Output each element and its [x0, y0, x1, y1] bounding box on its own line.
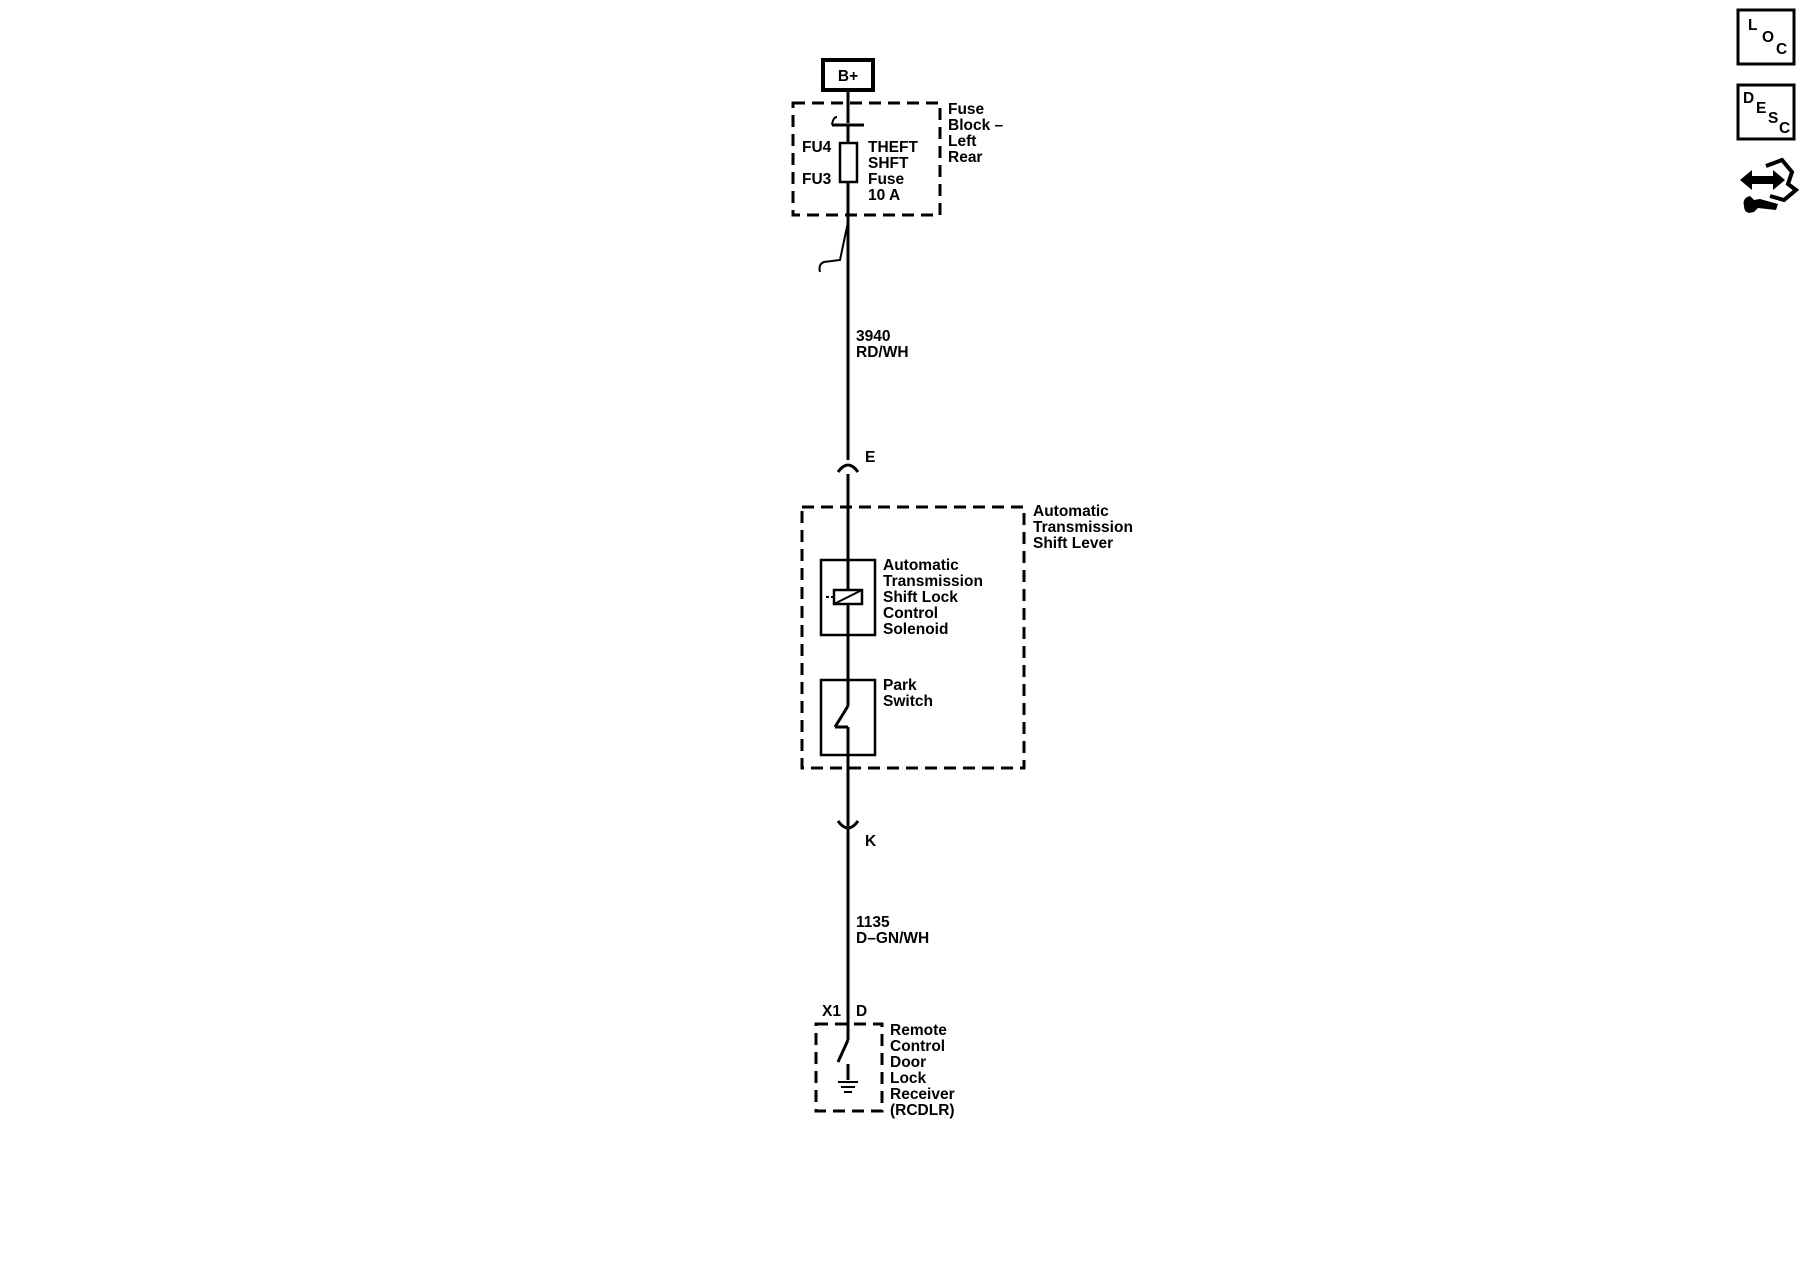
- fuse-label-line: THEFT: [868, 139, 918, 156]
- desc-icon: D E S C: [1743, 90, 1790, 137]
- park-switch: [819, 678, 877, 757]
- fuse-terminal-fu3: FU3: [802, 171, 832, 188]
- circuit-wire: [818, 90, 864, 1030]
- desc-letter: S: [1768, 110, 1778, 127]
- solenoid-label-line: Shift Lock: [883, 589, 958, 606]
- solenoid-label-line: Control: [883, 605, 938, 622]
- battery-positive-label: B+: [838, 68, 858, 85]
- solenoid-label: Automatic Transmission Shift Lock Contro…: [883, 557, 987, 638]
- wire-1-circuit-number: 3940: [856, 328, 890, 345]
- connector-k-symbol: [836, 820, 860, 830]
- loc-letter: O: [1762, 29, 1774, 46]
- park-switch-label-line: Switch: [883, 693, 933, 710]
- wire-1-color: RD/WH: [856, 344, 909, 361]
- fuse-block-name-line: Rear: [948, 149, 982, 166]
- desc-letter: C: [1779, 120, 1790, 137]
- fuse-block-name-line: Left: [948, 133, 976, 150]
- loc-letter: L: [1748, 17, 1757, 34]
- rcdlr-name-line: Control: [890, 1038, 945, 1055]
- wire-2-color: D–GN/WH: [856, 930, 929, 947]
- rcdlr-name-line: Receiver: [890, 1086, 955, 1103]
- rcdlr-connector-label: X1: [822, 1003, 841, 1020]
- connector-info-button[interactable]: [1740, 157, 1800, 213]
- wire-2-circuit-number: 1135: [856, 914, 890, 931]
- rcdlr-name-line: Remote: [890, 1022, 947, 1039]
- desc-letter: E: [1756, 100, 1766, 117]
- rcdlr-pin-label: D: [856, 1003, 867, 1020]
- wire-break-symbol: [818, 221, 849, 273]
- ground-icon: [838, 1081, 858, 1093]
- solenoid-label-line: Solenoid: [883, 621, 948, 638]
- fuse-terminal-fu4: FU4: [802, 139, 832, 156]
- theft-shft-fuse-label: THEFT SHFT Fuse 10 A: [868, 139, 922, 204]
- park-switch-label: Park Switch: [883, 677, 933, 710]
- connector-wrench-icon: [1740, 157, 1800, 213]
- connector-e-symbol: [836, 463, 860, 473]
- connector-e-label: E: [865, 449, 875, 466]
- fuse-block-name: Fuse Block – Left Rear: [948, 101, 1007, 166]
- rcdlr-name-line: (RCDLR): [890, 1102, 955, 1119]
- fuse-block-name-line: Fuse: [948, 101, 985, 118]
- shift-lock-solenoid: [819, 558, 877, 637]
- connector-k-label: K: [865, 833, 877, 850]
- fuse-label-line: 10 A: [868, 187, 900, 204]
- rcdlr-name-line: Door: [890, 1054, 926, 1071]
- rcdlr-name-line: Lock: [890, 1070, 927, 1087]
- rcdlr-module: X1 D Remote Control Door Lock Receiver (…: [814, 1003, 959, 1119]
- loc-icon: L O C: [1748, 17, 1787, 58]
- shift-lever-name: Automatic Transmission Shift Lever: [1033, 503, 1137, 552]
- solenoid-label-line: Automatic: [883, 557, 959, 574]
- shift-lever-assembly: Automatic Transmission Shift Lever Autom…: [800, 503, 1137, 770]
- shift-lever-name-line: Shift Lever: [1033, 535, 1113, 552]
- solenoid-label-line: Transmission: [883, 573, 983, 590]
- fuse-block-left-rear: Fuse Block – Left Rear FU4 FU3 THEFT SHF…: [791, 101, 1007, 217]
- shift-lever-name-line: Automatic: [1033, 503, 1109, 520]
- fuse-label-line: Fuse: [868, 171, 905, 188]
- desc-letter: D: [1743, 90, 1754, 107]
- rcdlr-name: Remote Control Door Lock Receiver (RCDLR…: [890, 1022, 959, 1119]
- fuse-element: [838, 141, 859, 184]
- desc-button[interactable]: D E S C: [1736, 83, 1796, 141]
- shift-lever-name-line: Transmission: [1033, 519, 1133, 536]
- battery-positive-source: B+: [821, 58, 875, 92]
- loc-button[interactable]: L O C: [1736, 8, 1796, 66]
- loc-letter: C: [1776, 41, 1787, 58]
- fuse-block-name-line: Block –: [948, 117, 1004, 134]
- fuse-label-line: SHFT: [868, 155, 909, 172]
- park-switch-label-line: Park: [883, 677, 917, 694]
